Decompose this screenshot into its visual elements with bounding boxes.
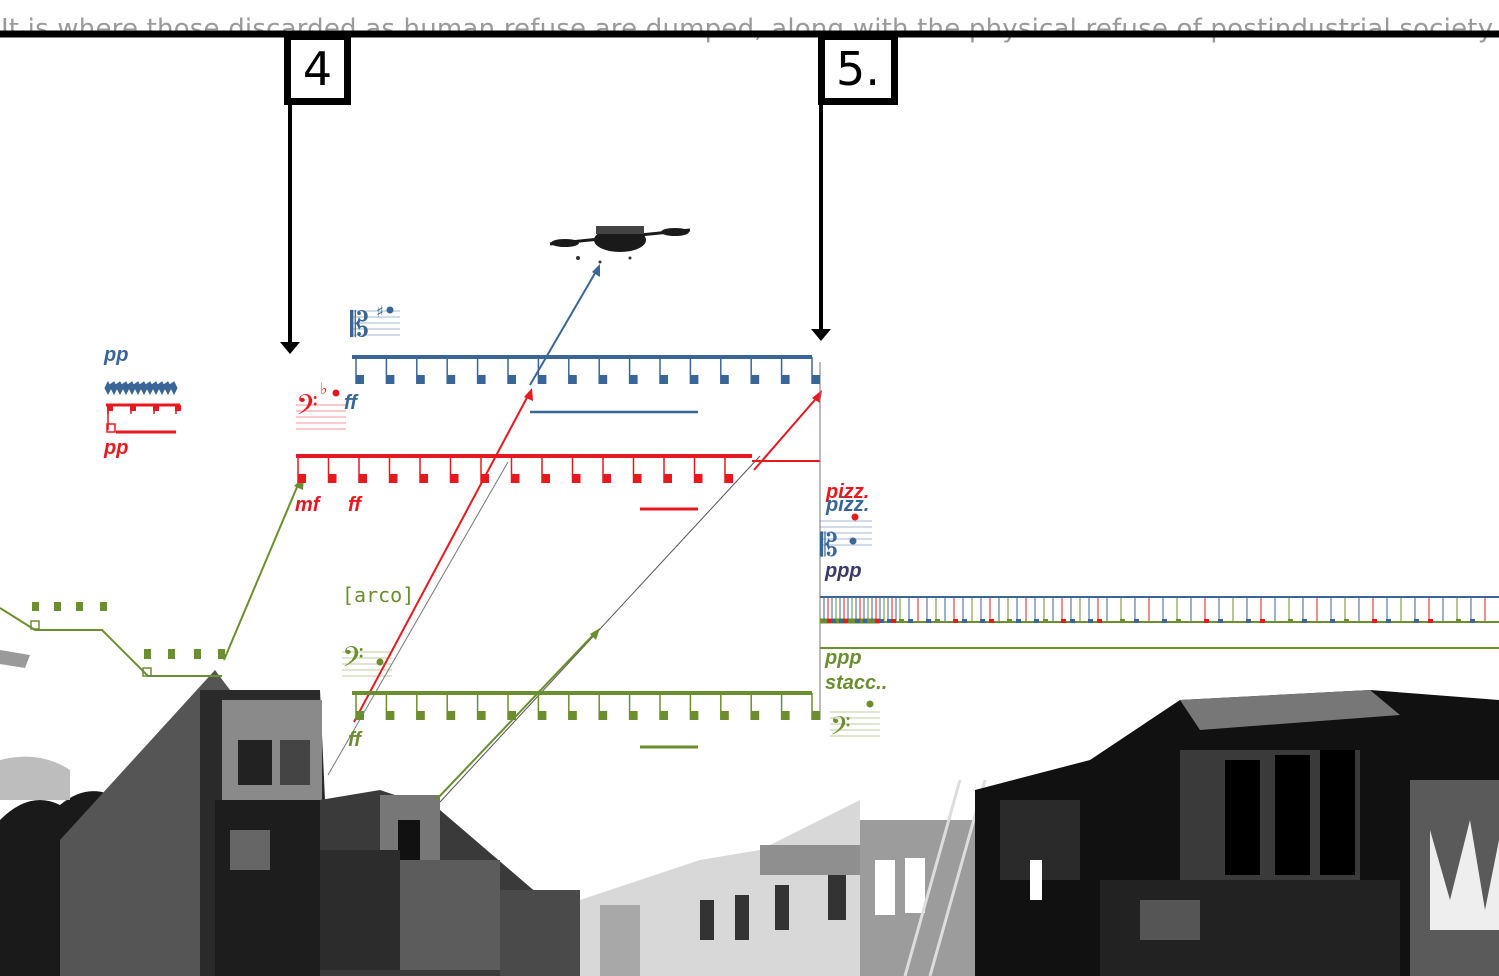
svg-text:𝄢: 𝄢 <box>342 641 364 681</box>
viola-note <box>812 375 820 384</box>
bass-note <box>538 711 547 720</box>
bass-left-note <box>100 602 107 611</box>
viola-note <box>386 375 395 384</box>
bass-dynamic-ff: ff <box>348 729 361 751</box>
cello-note <box>542 474 550 483</box>
cello-left-notes <box>106 403 180 434</box>
bass-dynamic-ppp: ppp <box>825 647 862 669</box>
bass-note <box>629 711 638 720</box>
viola-note <box>599 375 608 384</box>
cello-dynamic-mf: mf <box>295 494 320 516</box>
bass-left-note <box>32 602 39 611</box>
rehearsal-arrow-icon-5 <box>811 105 831 341</box>
svg-text:𝄡: 𝄡 <box>350 305 369 345</box>
bass-clef-icon-cello: 𝄢 ♭ <box>296 379 346 430</box>
bass-note <box>568 711 577 720</box>
bass-note <box>812 711 820 720</box>
bass-clef-icon-bass: 𝄢 <box>342 641 392 681</box>
bass-note <box>720 711 729 720</box>
cello-left-note <box>153 405 159 411</box>
bass-note <box>447 711 456 720</box>
cello-left-note <box>130 405 136 411</box>
pizz-staff <box>820 596 1499 649</box>
cello-note <box>633 474 642 483</box>
drone-icon <box>549 226 691 264</box>
viola-note <box>477 375 486 384</box>
cello-note <box>389 474 398 483</box>
caption-text: It is where those discarded as human ref… <box>0 14 1499 44</box>
bass-left-note <box>54 602 61 611</box>
bass-note <box>751 711 760 720</box>
svg-text:♭: ♭ <box>320 379 328 398</box>
bass-clef-icon-stacc: 𝄢 <box>830 700 880 748</box>
viola-note <box>416 375 425 384</box>
cello-note <box>328 474 337 483</box>
bass-note <box>599 711 608 720</box>
svg-text:𝄡: 𝄡 <box>820 526 838 564</box>
cello-left-note <box>107 405 113 411</box>
cello-note <box>664 474 672 483</box>
cello-note <box>359 474 367 483</box>
cello-note <box>298 474 306 483</box>
cello-note <box>603 474 611 483</box>
bass-left-note <box>168 649 175 659</box>
viola-note <box>751 375 760 384</box>
cello-note <box>511 474 520 483</box>
cello-dynamic-pp: pp <box>104 437 129 459</box>
viola-note <box>629 375 638 384</box>
bass-note <box>690 711 699 720</box>
cello-note <box>481 474 489 483</box>
cello-left-note <box>175 405 181 411</box>
viola-note <box>781 375 790 384</box>
cello-note <box>572 474 581 483</box>
bass-note <box>660 711 668 720</box>
viola-note <box>356 375 364 384</box>
viola-note <box>720 375 729 384</box>
note-stems <box>32 357 820 720</box>
bass-note <box>386 711 395 720</box>
bass-left-note <box>144 649 151 659</box>
bass-note <box>477 711 486 720</box>
alto-clef-icon-top: 𝄡 ♯ <box>350 302 400 345</box>
cello-note <box>420 474 428 483</box>
bass-note <box>508 711 516 720</box>
cityscape-image <box>0 650 1499 976</box>
viola-note <box>568 375 577 384</box>
svg-text:𝄢: 𝄢 <box>296 389 318 429</box>
cello-note <box>694 474 703 483</box>
svg-text:𝄢: 𝄢 <box>830 710 851 748</box>
cello-note <box>450 474 459 483</box>
bass-note <box>416 711 425 720</box>
arco-label: [arco] <box>342 583 415 607</box>
rehearsal-mark-5: 5. <box>818 33 898 105</box>
svg-text:♯: ♯ <box>376 302 384 321</box>
viola-note <box>508 375 516 384</box>
bass-note <box>356 711 364 720</box>
bass-left-notes <box>0 607 222 677</box>
rehearsal-mark-4: 4 <box>284 33 351 105</box>
viola-note <box>538 375 547 384</box>
rehearsal-arrow-icon-4 <box>280 105 300 354</box>
connection-arrows <box>223 264 822 803</box>
section5-dynamic-ppp: ppp <box>825 560 862 582</box>
bass-note <box>781 711 790 720</box>
cello-dynamic-ff: ff <box>348 494 361 516</box>
bass-left-note <box>194 649 201 659</box>
stacc-label: stacc.. <box>825 672 888 694</box>
viola-dynamic-ff: ff <box>344 392 357 414</box>
viola-dynamic-pp: pp <box>104 344 129 366</box>
pizz-label-cello: pizz. <box>826 481 870 503</box>
viola-note <box>447 375 456 384</box>
viola-note <box>660 375 668 384</box>
viola-trill <box>104 380 178 396</box>
bass-left-note <box>76 602 83 611</box>
viola-note <box>690 375 699 384</box>
pizz-label-viola: pizz. <box>826 494 870 516</box>
alto-clef-icon-pizz: 𝄡 <box>820 513 872 564</box>
bass-left-note <box>218 649 225 659</box>
cello-note <box>725 474 733 483</box>
